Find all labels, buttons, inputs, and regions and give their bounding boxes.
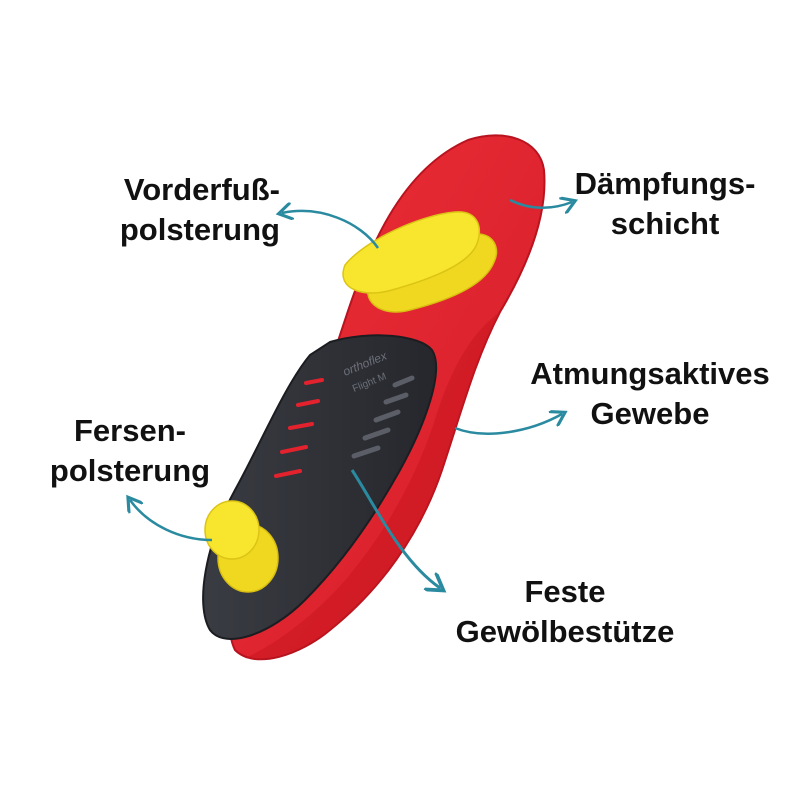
arch-grill (351, 375, 415, 459)
curved-arrow-icon (454, 414, 562, 435)
insole-sidewall (245, 312, 500, 659)
label-forefoot-padding: Vorderfuß- polsterung (92, 170, 280, 250)
vent-slits (274, 378, 324, 478)
label-line: polsterung (119, 212, 280, 247)
label-line: Gewölbestütze (455, 614, 675, 649)
label-line: Vorderfuß- (123, 172, 280, 207)
label-arch-support: Feste Gewölbestütze (440, 572, 690, 652)
label-line: Fersen- (74, 413, 186, 448)
label-line: Gewebe (590, 396, 710, 431)
label-cushioning-layer: Dämpfungs- schicht (560, 164, 770, 244)
heel-pad (204, 500, 260, 560)
label-line: Feste (524, 574, 606, 609)
label-line: polsterung (49, 453, 211, 488)
curved-arrow-icon (282, 211, 380, 249)
label-line: Atmungsaktives (530, 356, 770, 391)
curved-arrow-icon (509, 200, 572, 208)
forefoot-pad (342, 211, 481, 294)
curved-arrow-icon (350, 469, 440, 588)
label-heel-padding: Fersen- polsterung (30, 411, 230, 491)
curved-arrow-icon (130, 500, 213, 542)
label-line: Dämpfungs- (574, 166, 756, 201)
label-line: schicht (610, 206, 720, 241)
label-breathable-fabric: Atmungsaktives Gewebe (520, 354, 780, 434)
